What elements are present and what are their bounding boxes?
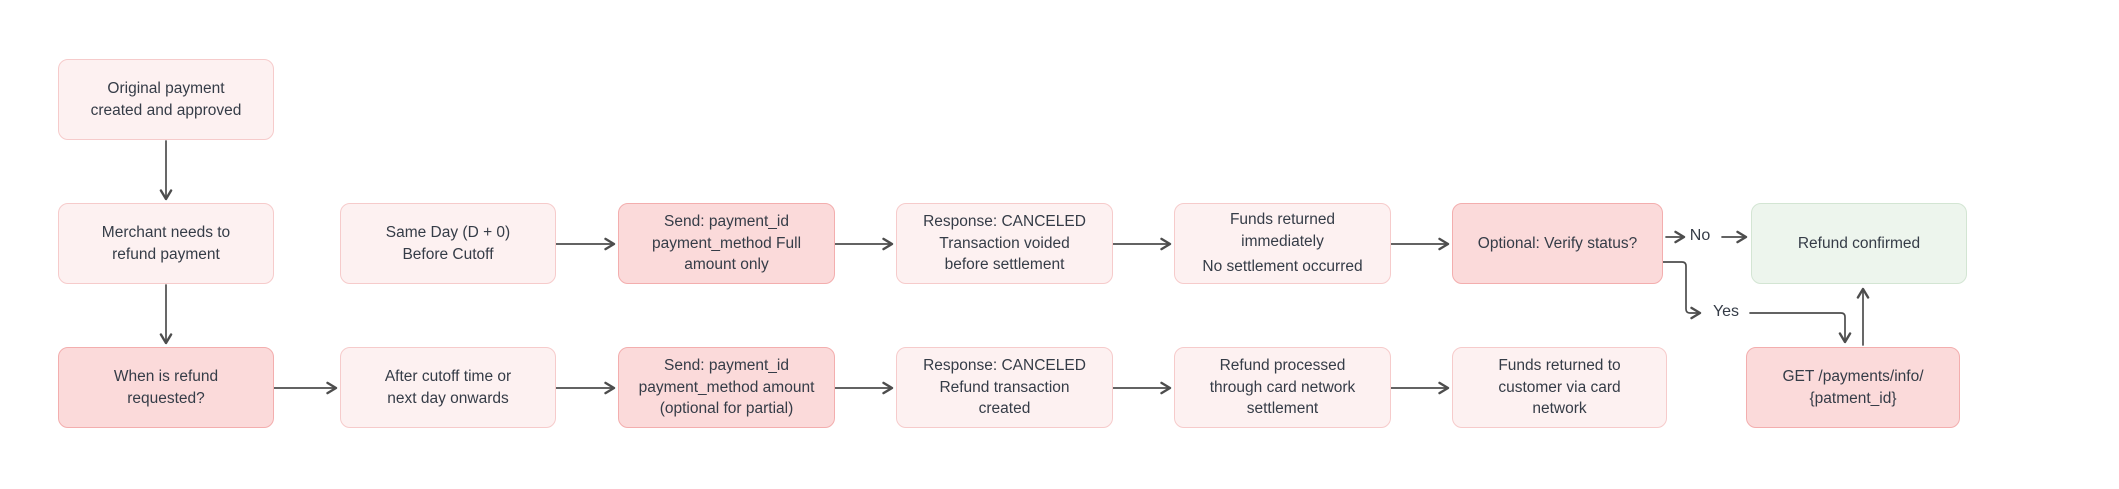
node-label: Funds returned immediately [1229, 210, 1336, 250]
node-when-refund-requested: When is refund requested? [58, 347, 274, 428]
node-label: GET /payments/info/ {patment_id} [1782, 367, 1924, 407]
node-label: Refund processed through card network se… [1209, 356, 1356, 418]
edge-yes-to-get [1749, 312, 1852, 344]
edge-label-no: No [1689, 227, 1711, 244]
node-merchant-needs-refund: Merchant needs to refund payment [58, 203, 274, 284]
node-same-day-before-cutoff: Same Day (D + 0) Before Cutoff [340, 203, 556, 284]
node-original-payment: Original payment created and approved [58, 59, 274, 140]
node-response-voided: Response: CANCELED Transaction voided be… [896, 203, 1113, 284]
node-send-full-amount: Send: payment_id payment_method Full amo… [618, 203, 835, 284]
node-send-partial-amount: Send: payment_id payment_method amount (… [618, 347, 835, 428]
node-refund-confirmed: Refund confirmed [1751, 203, 1967, 284]
node-label: Response: CANCELED Transaction voided be… [923, 212, 1086, 274]
edge-label-yes: Yes [1712, 303, 1740, 320]
node-label: Merchant needs to refund payment [101, 223, 231, 263]
node-label: Funds returned to customer via card netw… [1498, 356, 1621, 418]
node-after-cutoff: After cutoff time or next day onwards [340, 347, 556, 428]
node-label: Optional: Verify status? [1477, 234, 1638, 252]
node-label: Send: payment_id payment_method Full amo… [651, 212, 802, 274]
node-verify-status: Optional: Verify status? [1452, 203, 1663, 284]
edge-verify-yes-1 [1661, 261, 1702, 320]
node-label: Same Day (D + 0) Before Cutoff [385, 223, 511, 263]
node-label: After cutoff time or next day onwards [384, 367, 512, 407]
node-sublabel: No settlement occurred [1202, 258, 1363, 276]
node-funds-card-network: Funds returned to customer via card netw… [1452, 347, 1667, 428]
node-label: Response: CANCELED Refund transaction cr… [923, 356, 1086, 418]
node-get-payment-info: GET /payments/info/ {patment_id} [1746, 347, 1960, 428]
node-label: Send: payment_id payment_method amount (… [638, 356, 815, 418]
node-label: When is refund requested? [113, 367, 219, 407]
node-response-refund-created: Response: CANCELED Refund transaction cr… [896, 347, 1113, 428]
node-refund-processed: Refund processed through card network se… [1174, 347, 1391, 428]
node-funds-immediate: Funds returned immediately No settlement… [1174, 203, 1391, 284]
node-label: Refund confirmed [1797, 234, 1921, 252]
node-label: Original payment created and approved [90, 79, 242, 119]
